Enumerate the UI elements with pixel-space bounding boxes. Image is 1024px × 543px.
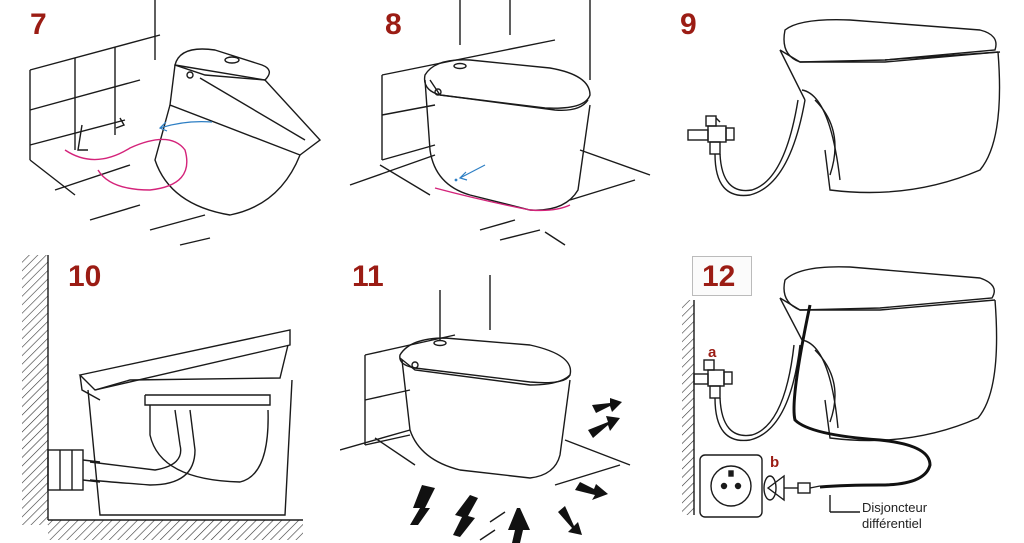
step-9-number: 9 xyxy=(680,8,697,41)
step-11-drawing xyxy=(340,275,631,543)
toilet-icon xyxy=(78,329,293,516)
step-8-panel: 8 xyxy=(340,0,680,250)
toilet-icon xyxy=(779,19,1001,194)
power-socket-icon xyxy=(699,454,763,518)
step-12-label-a: a xyxy=(708,344,717,361)
toilet-icon xyxy=(779,266,998,442)
step-11-number: 11 xyxy=(352,260,384,293)
step-12-panel: 12 a b Disjoncteur différentiel xyxy=(680,250,1024,543)
wall-tiles-icon xyxy=(364,275,491,446)
water-valve-icon xyxy=(687,115,735,155)
wall-tiles-icon xyxy=(29,0,161,160)
step-12-caption-line2: différentiel xyxy=(862,516,922,531)
step-8-number: 8 xyxy=(385,8,402,41)
step-9-panel: 9 xyxy=(680,0,1024,250)
step-7-number: 7 xyxy=(30,8,47,41)
step-10-drawing xyxy=(22,255,303,540)
step-12-number-box xyxy=(692,256,752,296)
step-9-drawing xyxy=(687,19,1001,197)
step-12-caption-line1: Disjoncteur xyxy=(862,500,928,515)
water-valve-icon xyxy=(693,359,733,399)
step-10-number: 10 xyxy=(68,260,102,293)
power-plug-icon xyxy=(763,474,811,502)
toilet-icon xyxy=(399,337,572,479)
wall-tiles-icon xyxy=(381,0,591,161)
step-7-panel: 7 xyxy=(0,0,340,250)
step-11-panel: 11 xyxy=(340,250,680,543)
step-12-drawing xyxy=(682,266,998,518)
step-7-drawing xyxy=(29,0,322,246)
step-12-number: 12 xyxy=(702,260,736,293)
step-10-panel: 10 xyxy=(0,250,340,543)
toilet-icon xyxy=(154,48,322,216)
toilet-icon xyxy=(423,59,591,211)
step-12-label-b: b xyxy=(770,454,780,471)
step-8-drawing xyxy=(349,0,651,246)
